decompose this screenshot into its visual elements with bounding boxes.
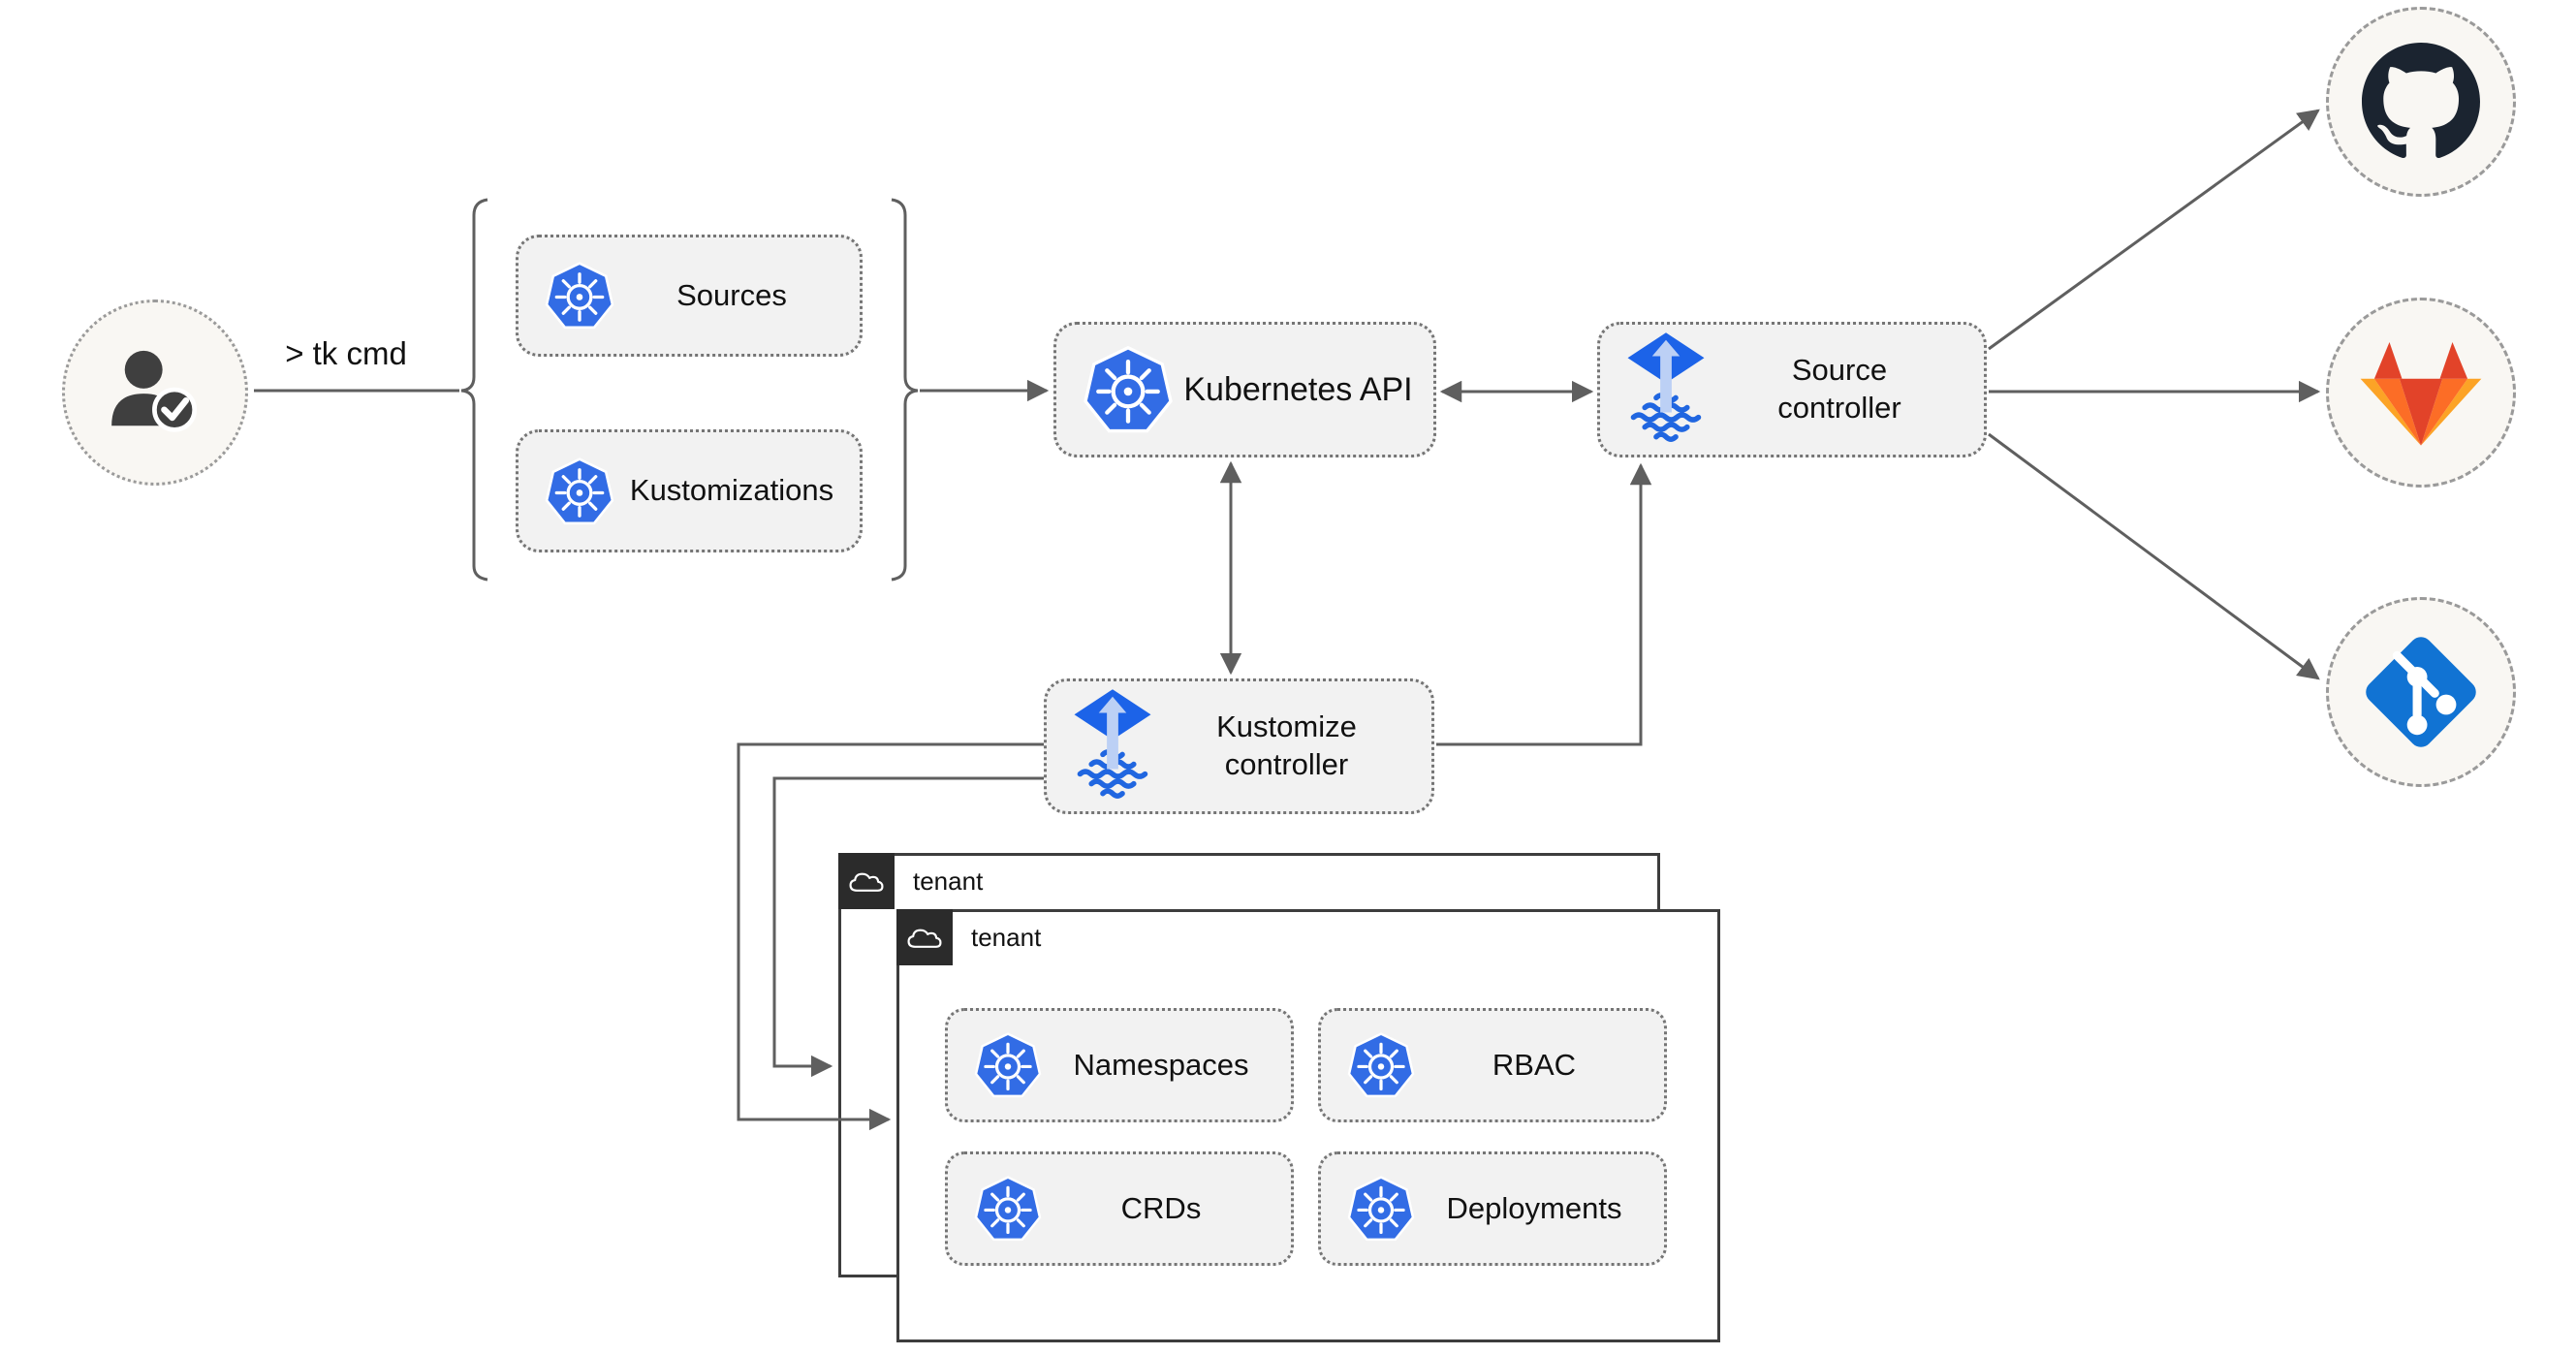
gitlab-icon bbox=[2358, 334, 2484, 451]
kustomizations-node: Kustomizations bbox=[516, 429, 863, 552]
kubernetes-api-label: Kubernetes API bbox=[1183, 370, 1413, 408]
sources-label: Sources bbox=[676, 277, 787, 312]
tk-command-label: > tk cmd bbox=[285, 335, 407, 371]
github-icon bbox=[2362, 43, 2480, 161]
kubernetes-api-node: Kubernetes API bbox=[1053, 322, 1436, 457]
flux-icon bbox=[1625, 332, 1707, 447]
user-check-icon bbox=[98, 335, 212, 450]
left-brace bbox=[460, 198, 488, 582]
tenant-back-label: tenant bbox=[913, 867, 984, 896]
crds-node: CRDs bbox=[945, 1151, 1294, 1266]
kubernetes-icon bbox=[1346, 1174, 1416, 1244]
kustomize-controller-label: Kustomize controller bbox=[1216, 709, 1357, 781]
git-provider bbox=[2326, 597, 2516, 787]
rbac-label: RBAC bbox=[1492, 1047, 1577, 1082]
source-controller-label: Source controller bbox=[1777, 353, 1901, 425]
kubernetes-icon bbox=[544, 456, 615, 527]
tenant-box-front: tenant bbox=[896, 909, 1720, 1342]
right-brace bbox=[891, 198, 919, 582]
tenant-front-label: tenant bbox=[971, 923, 1042, 952]
deployments-node: Deployments bbox=[1318, 1151, 1667, 1266]
deployments-label: Deployments bbox=[1446, 1190, 1622, 1225]
kubernetes-icon bbox=[973, 1030, 1043, 1100]
kubernetes-icon bbox=[1346, 1030, 1416, 1100]
cloud-icon bbox=[896, 909, 953, 965]
flux-icon bbox=[1072, 689, 1153, 804]
namespaces-label: Namespaces bbox=[1073, 1047, 1249, 1082]
source-controller-node: Source controller bbox=[1597, 322, 1987, 457]
namespaces-node: Namespaces bbox=[945, 1008, 1294, 1122]
crds-label: CRDs bbox=[1120, 1190, 1202, 1225]
user-avatar bbox=[62, 299, 248, 486]
kubernetes-icon bbox=[1082, 343, 1175, 436]
edge-kustomize-source bbox=[1436, 462, 1652, 746]
edge-source-github bbox=[1988, 109, 2320, 351]
edge-source-git bbox=[1988, 432, 2320, 680]
rbac-node: RBAC bbox=[1318, 1008, 1667, 1122]
kustomizations-label: Kustomizations bbox=[629, 473, 834, 508]
gitlab-provider bbox=[2326, 298, 2516, 488]
cloud-icon bbox=[838, 853, 895, 909]
kubernetes-icon bbox=[544, 260, 615, 331]
kustomize-controller-node: Kustomize controller bbox=[1044, 678, 1434, 814]
github-provider bbox=[2326, 7, 2516, 197]
sources-node: Sources bbox=[516, 235, 863, 357]
git-icon bbox=[2358, 629, 2484, 755]
kubernetes-icon bbox=[973, 1174, 1043, 1244]
